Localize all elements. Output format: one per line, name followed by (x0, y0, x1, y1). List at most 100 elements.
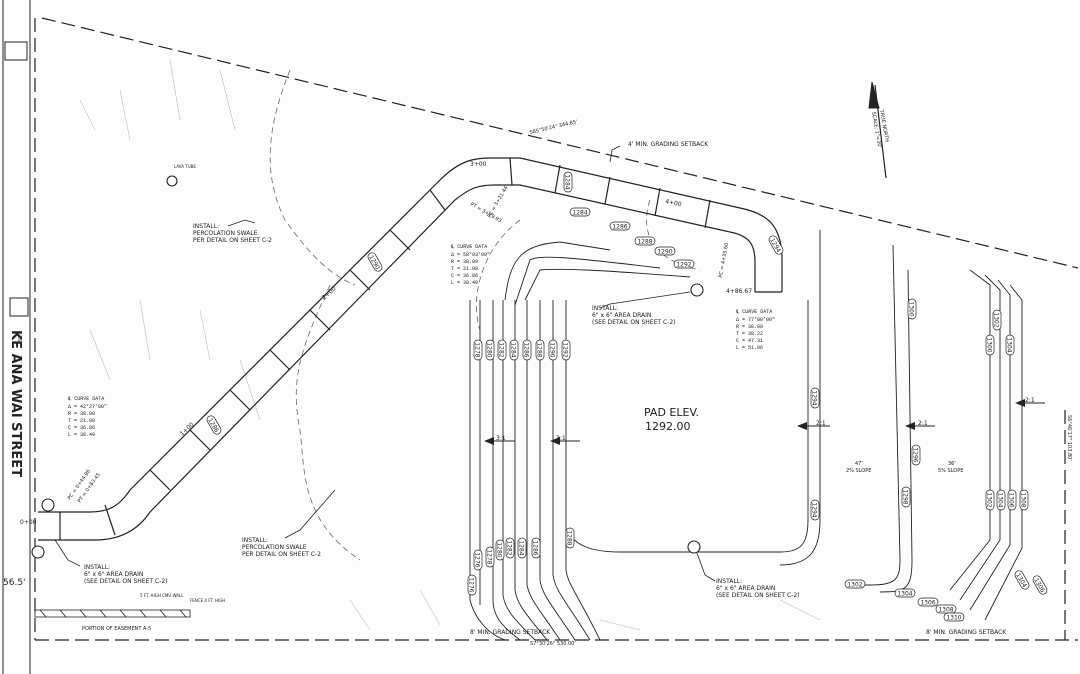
leader-lines (54, 145, 716, 582)
note-swale-upper: INSTALL: PERCOLATION SWALE PER DETAIL ON… (193, 223, 272, 244)
contour-tag-label: 1286 (532, 540, 539, 555)
curve-data-right: ℄ CURVE DATA Δ = 77°00'00" R = 38.00 T =… (735, 309, 775, 351)
street-side-label: 36' (16, 355, 22, 363)
contour-tag: 1278 (474, 339, 483, 361)
station-label: 1+00 (179, 421, 196, 437)
svg-text:INSTALL:: INSTALL: (716, 578, 742, 585)
contour-tag: 1288 (566, 527, 575, 549)
svg-text:T = 21.08: T = 21.08 (451, 266, 478, 272)
contour-tag-label: 1306 (920, 600, 935, 607)
contour-tag-label: 1290 (549, 342, 556, 357)
easement-bar (34, 609, 191, 618)
fence-label: FENCE 4 FT. HIGH (190, 598, 225, 603)
contour-tag-label: 1304 (997, 492, 1004, 507)
contour-tag: 1302 (844, 579, 866, 589)
contour-tag-label: 1304 (897, 591, 912, 598)
contour-tag-label: 1302 (847, 582, 862, 589)
contour-tag: 1286 (609, 221, 631, 231)
street-offset: 56.5' (3, 578, 26, 588)
contour-tag: 1308 (935, 604, 957, 614)
contour-tag-label: 1304 (1014, 572, 1028, 589)
contour-tag: 1288 (634, 236, 656, 246)
svg-text:℄ CURVE DATA: ℄ CURVE DATA (67, 396, 104, 402)
contour-tag-label: 1286 (612, 224, 627, 231)
contour-tag: 1304 (997, 489, 1006, 511)
svg-text:6" x 6" AREA DRAIN: 6" x 6" AREA DRAIN (716, 585, 775, 592)
percolation-swale (38, 157, 783, 541)
contour-tag-label: 1288 (637, 239, 652, 246)
svg-text:Δ = 42°27'00": Δ = 42°27'00" (68, 404, 107, 410)
contour-tag-label: 1306 (1032, 577, 1046, 594)
cmu-wall-label: 5 FT. HIGH CMU WALL (140, 593, 184, 598)
station-label: 4+00 (665, 198, 683, 208)
note-drain-bottom: INSTALL: 6" x 6" AREA DRAIN (SEE DETAIL … (716, 578, 799, 599)
station-label: 3+00 (470, 161, 487, 168)
contour-tag-label: 1302 (993, 312, 1000, 327)
svg-text:L = 38.49: L = 38.49 (451, 280, 478, 286)
station-label: 2+00 (321, 285, 338, 301)
area-drain-left (41, 498, 55, 512)
contour-tag: 1286 (532, 537, 541, 559)
slope-label: 3:1 (496, 435, 506, 442)
station-label: 0+00 (20, 519, 37, 526)
svg-text:PER DETAIL ON SHEET C-2: PER DETAIL ON SHEET C-2 (193, 237, 272, 244)
svg-text:T = 30.22: T = 30.22 (736, 331, 763, 337)
contour-tag-label: 1304 (1006, 337, 1013, 352)
svg-text:℄ CURVE DATA: ℄ CURVE DATA (450, 244, 487, 250)
area-drain-left-lower (31, 545, 45, 559)
flat-width-label: 47' (855, 461, 863, 467)
contour-tag: 1286 (206, 415, 222, 435)
contour-tag-label: 1300 (908, 301, 915, 316)
easement-label: PORTION OF EASEMENT A-5 (82, 626, 151, 632)
contour-tag: 1294 (811, 499, 820, 521)
contour-tag: 1292 (562, 339, 571, 361)
contour-tag-label: 1308 (938, 607, 953, 614)
pad-contours (469, 230, 1023, 641)
svg-text:R = 38.00: R = 38.00 (736, 324, 763, 330)
contour-tag: 1306 (1008, 489, 1017, 511)
svg-text:INSTALL:: INSTALL: (592, 305, 618, 312)
slope-label: 2:1 (918, 420, 928, 427)
property-boundary (34, 17, 1079, 641)
street-edge (2, 0, 31, 674)
contour-tag-label: 1310 (946, 615, 961, 622)
pc3-label: PC = 4+35.60 (718, 242, 730, 278)
contour-tag-label: 1286 (523, 342, 530, 357)
svg-text:PER DETAIL ON SHEET C-2: PER DETAIL ON SHEET C-2 (242, 551, 321, 558)
contour-tag-label: 1290 (657, 249, 672, 256)
pad-elev-value: 1292.00 (645, 420, 691, 433)
contour-tag: 1296 (912, 444, 921, 466)
svg-text:(SEE DETAIL ON SHEET C-2): (SEE DETAIL ON SHEET C-2) (592, 319, 675, 326)
curve-data-mid: ℄ CURVE DATA Δ = 58°03'00" R = 38.00 T =… (450, 244, 490, 286)
svg-text:INSTALL:: INSTALL: (242, 537, 268, 544)
curve-data-left: ℄ CURVE DATA Δ = 42°27'00" R = 38.00 T =… (67, 396, 107, 438)
svg-text:R = 38.00: R = 38.00 (451, 259, 478, 265)
contour-tag: 1278 (486, 546, 495, 568)
contour-tag: 1302 (993, 309, 1002, 331)
contour-tag-label: 1288 (566, 530, 573, 545)
contour-tag-label: 1302 (986, 492, 993, 507)
svg-text:C = 47.31: C = 47.31 (736, 338, 763, 344)
contour-tag-label: 1294 (811, 390, 818, 405)
lava-tube-marker (166, 175, 178, 187)
svg-text:6" x 6" AREA DRAIN: 6" x 6" AREA DRAIN (84, 571, 143, 578)
note-drain-top: INSTALL: 6" x 6" AREA DRAIN (SEE DETAIL … (592, 305, 675, 326)
contour-tag-label: 1294 (811, 502, 818, 517)
setback-top-label: 4' MIN. GRADING SETBACK (628, 141, 709, 148)
contour-tag-label: 1292 (562, 342, 569, 357)
svg-text:Δ = 77°00'00": Δ = 77°00'00" (736, 317, 775, 323)
contour-tag: 1300 (986, 334, 995, 356)
svg-text:6" x 6" AREA DRAIN: 6" x 6" AREA DRAIN (592, 312, 651, 319)
lava-tube-label: LAVA TUBE (174, 164, 196, 169)
contour-tag: 1298 (902, 486, 911, 508)
contour-tag-label: 1306 (1008, 492, 1015, 507)
street-side-label: 36' (16, 335, 22, 343)
contour-tag: 1276 (474, 549, 483, 571)
setback-bottom-right-label: 8' MIN. GRADING SETBACK (926, 629, 1007, 636)
street-name: KE ANA WAI STREET (8, 330, 23, 477)
contour-tag-label: 1286 (206, 417, 220, 434)
flat-width-label: 36' (948, 461, 956, 467)
flat-slope-label: 5% SLOPE (938, 468, 963, 474)
